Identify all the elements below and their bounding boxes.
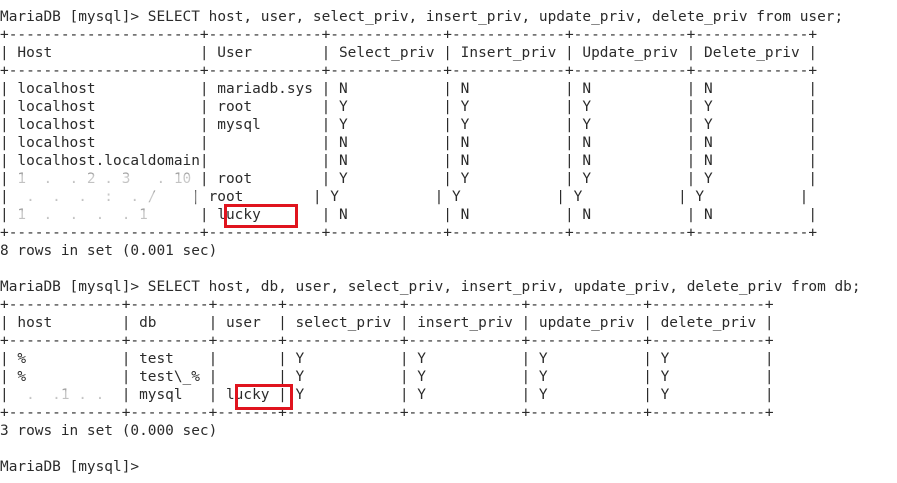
redacted-host-mask [16, 190, 196, 204]
result-summary: 3 rows in set (0.000 sec) [0, 423, 218, 439]
result-summary: 8 rows in set (0.001 sec) [0, 243, 218, 259]
table-row: | localhost | | N | N | N | N | [0, 135, 818, 151]
table-row: | localhost.localdomain| | N | N | N | N… [0, 153, 818, 169]
table-border-top: +----------------------+-------------+--… [0, 27, 818, 43]
table-row: | % | test\_% | | Y | Y | Y | Y | [0, 369, 774, 385]
redacted-host-mask [16, 172, 196, 186]
prompt: MariaDB [mysql]> [0, 279, 148, 295]
highlight-box-lucky-db [235, 384, 293, 410]
sql-command: SELECT host, user, select_priv, insert_p… [147, 9, 844, 25]
table-header-row: | Host | User | Select_priv | Insert_pri… [0, 45, 818, 61]
redacted-host-mask [16, 388, 121, 402]
command-line-user-query: MariaDB [mysql]> SELECT host, user, sele… [0, 8, 843, 26]
prompt: MariaDB [mysql]> [0, 9, 148, 25]
table-border-bottom: +----------------------+-------------+--… [0, 225, 818, 241]
terminal-window[interactable]: MariaDB [mysql]> SELECT host, user, sele… [0, 8, 897, 483]
table-border-mid: +-------------+---------+-------+-------… [0, 333, 774, 349]
table-row: | localhost | mariadb.sys | N | N | N | … [0, 81, 818, 97]
table-row: | localhost | root | Y | Y | Y | Y | [0, 99, 818, 115]
sql-command: SELECT host, db, user, select_priv, inse… [147, 279, 861, 295]
table-border-mid: +----------------------+-------------+--… [0, 63, 818, 79]
redacted-host-mask [16, 208, 196, 222]
table-border-top: +-------------+---------+-------+-------… [0, 297, 774, 313]
table-border-bottom: +-------------+---------+-------+-------… [0, 405, 774, 421]
table-row: | localhost | mysql | Y | Y | Y | Y | [0, 117, 818, 133]
table-row: | % | test | | Y | Y | Y | Y | [0, 351, 774, 367]
highlight-box-lucky-user [224, 204, 298, 228]
command-line-db-query: MariaDB [mysql]> SELECT host, db, user, … [0, 278, 861, 296]
table-header-row: | host | db | user | select_priv | inser… [0, 315, 774, 331]
command-prompt[interactable]: MariaDB [mysql]> [0, 459, 148, 475]
